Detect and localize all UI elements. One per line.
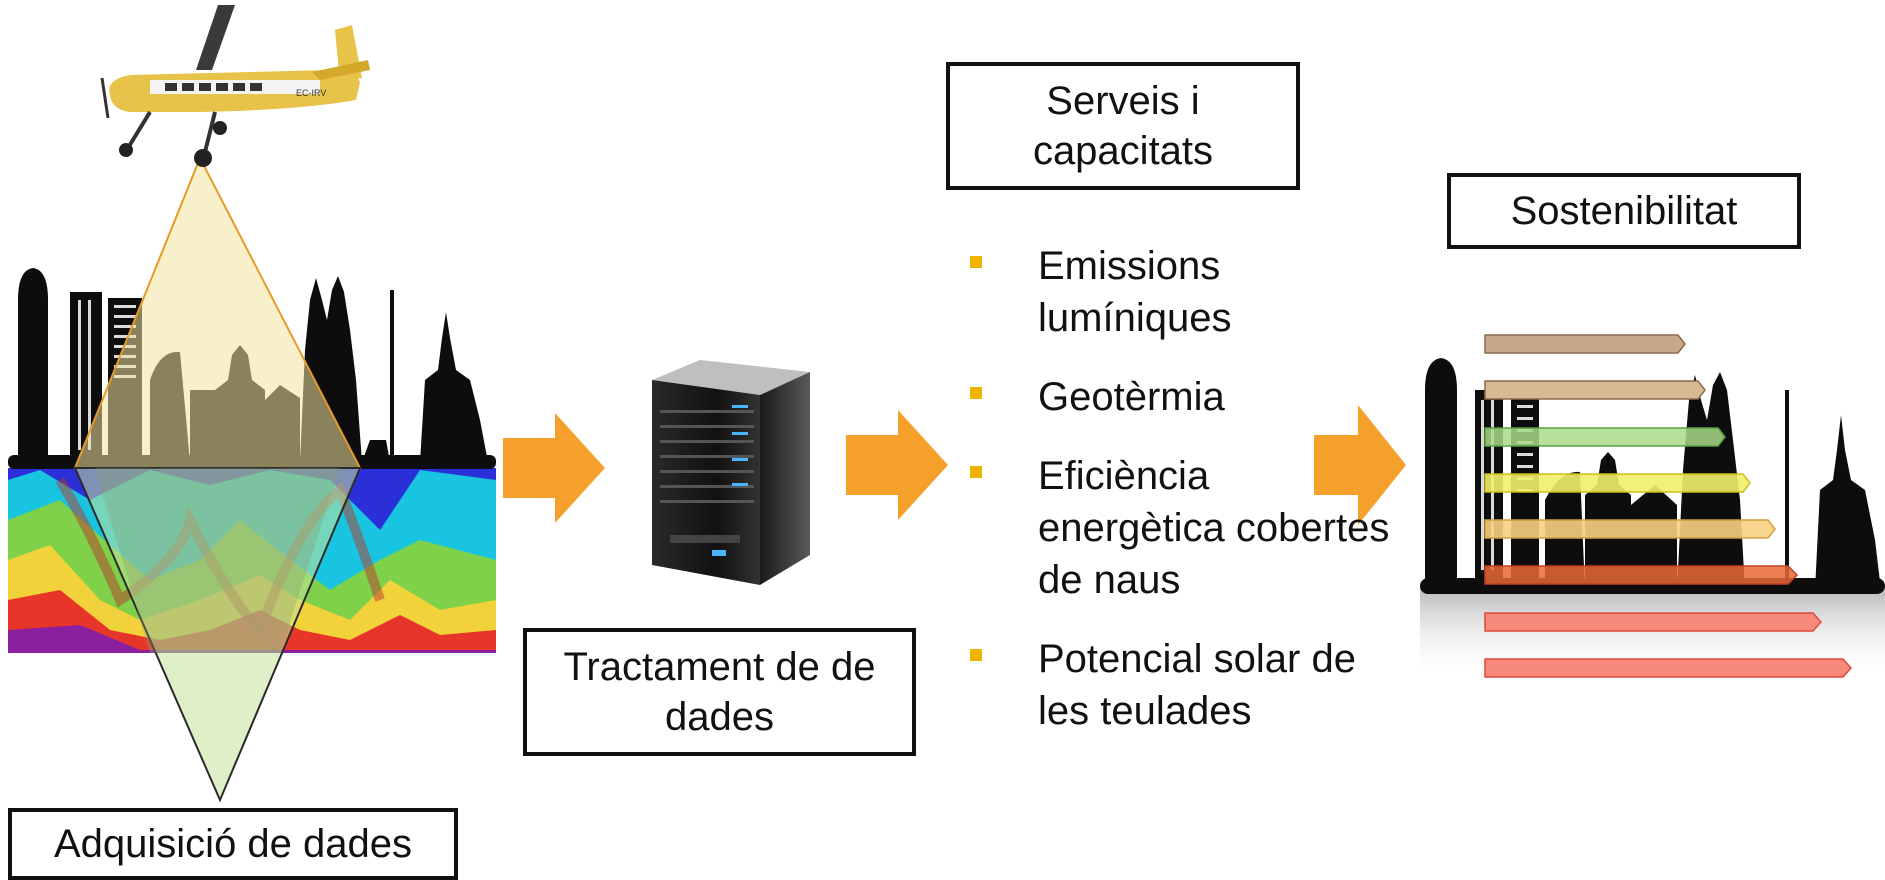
sustainability-illustration	[1420, 334, 1885, 678]
bullet-text: Geotèrmia	[1038, 375, 1225, 419]
list-item: Emissions lumíniques	[960, 240, 1400, 344]
sustainability-label: Sostenibilitat	[1447, 173, 1801, 249]
bullet-text: Potencial solar de les teulades	[1038, 637, 1356, 733]
list-item: Eficiència energètica cobertes de naus	[960, 450, 1400, 606]
acquisition-label: Adquisició de dades	[8, 808, 458, 880]
acquisition-illustration: EC-IRV	[8, 5, 496, 803]
processing-label: Tractament de de dades	[523, 628, 916, 756]
services-bullet-list: Emissions lumíniques Geotèrmia Eficiènci…	[960, 240, 1400, 764]
bullet-text: Emissions lumíniques	[1038, 244, 1232, 340]
bullet-marker-icon	[970, 256, 982, 268]
list-item: Potencial solar de les teulades	[960, 633, 1400, 737]
server-icon	[652, 360, 810, 585]
arrow-services-to-sustainability	[1314, 405, 1406, 525]
scan-beam-ground-band	[95, 468, 340, 653]
bullet-text: Eficiència energètica cobertes de naus	[1038, 454, 1390, 602]
scan-beam-lower	[73, 467, 362, 803]
services-label: Serveis i capacitats	[946, 62, 1300, 190]
arrow-processing-to-services	[846, 410, 948, 520]
list-item: Geotèrmia	[960, 371, 1400, 423]
survey-airplane: EC-IRV	[100, 5, 370, 167]
bullet-marker-icon	[970, 387, 982, 399]
airplane-registration: EC-IRV	[296, 88, 326, 98]
bullet-marker-icon	[970, 466, 982, 478]
bullet-marker-icon	[970, 649, 982, 661]
sustainability-indicator-arrows	[1484, 334, 1853, 678]
arrow-acquisition-to-processing	[503, 413, 605, 523]
